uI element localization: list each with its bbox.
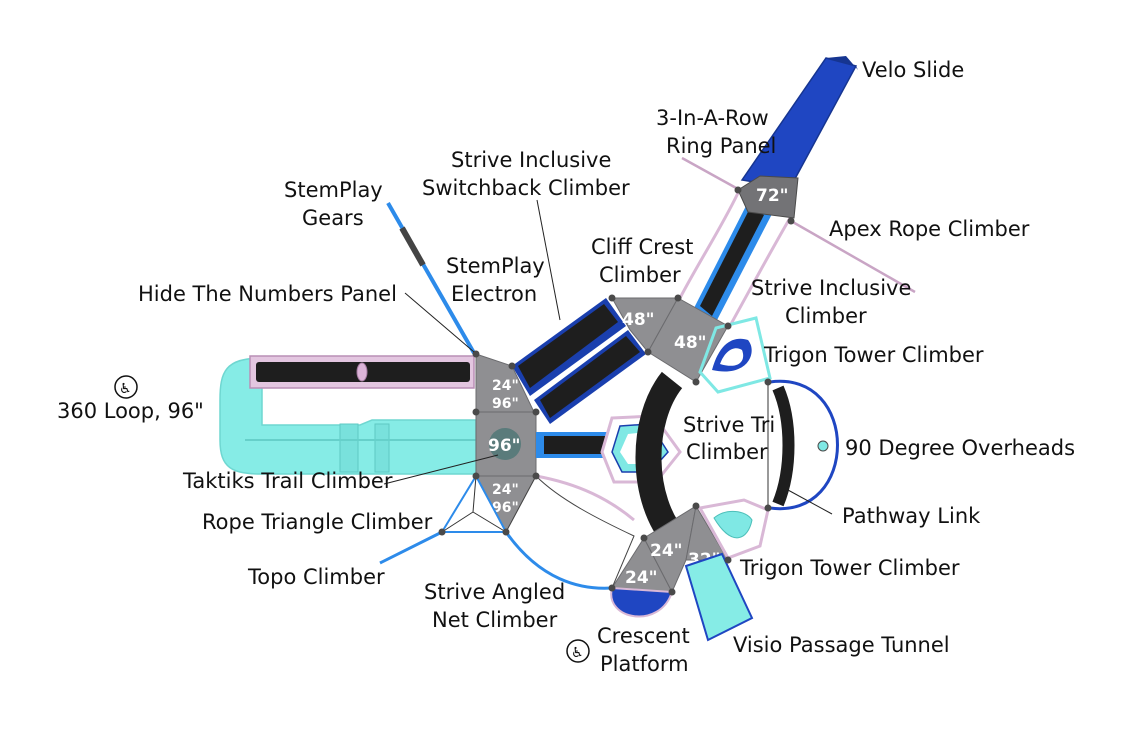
svg-text:Ring Panel: Ring Panel [666,134,776,158]
svg-text:Visio Passage Tunnel: Visio Passage Tunnel [733,633,950,657]
svg-text:Crescent: Crescent [597,624,690,648]
rope-triangle-climber [440,473,508,533]
leader-lines [383,199,833,515]
callout-strive-tri: Strive Tri Climber [683,413,775,464]
trigon-tower-top [698,316,772,394]
svg-text:Trigon Tower Climber: Trigon Tower Climber [763,343,984,367]
callout-ring-panel: 3-In-A-Row Ring Panel [656,106,776,158]
posts [438,186,795,596]
callout-electron: StemPlay Electron [446,254,545,306]
svg-text:StemPlay: StemPlay [446,254,545,278]
overheads-arc [767,379,839,511]
callout-loop: ♿ 360 Loop, 96" [57,375,204,423]
svg-text:Climber: Climber [599,263,681,287]
loop-bridge [249,355,475,389]
callout-switchback: Strive Inclusive Switchback Climber [422,148,630,200]
deck-24-b-label: 24" [650,541,683,561]
svg-text:Platform: Platform [600,652,689,676]
svg-text:90 Degree Overheads: 90 Degree Overheads [845,436,1075,460]
svg-text:Electron: Electron [451,282,537,306]
deck-48-b: 48" [647,297,729,383]
svg-text:Pathway Link: Pathway Link [842,504,981,528]
callout-taktiks: Taktiks Trail Climber [182,469,393,493]
deck-24-top-label: 24" [492,378,519,394]
black-curved-climber [635,371,687,549]
svg-text:Strive Inclusive: Strive Inclusive [451,148,611,172]
svg-text:Gears: Gears [302,206,364,230]
accessible-icon: ♿ [114,375,138,399]
svg-text:♿: ♿ [119,381,132,397]
trigon-tower-bottom [697,498,770,560]
callout-topo: Topo Climber [247,565,385,589]
deck-72-label: 72" [756,186,789,206]
callout-trigon-bottom: Trigon Tower Climber [739,556,960,580]
visio-passage-tunnel [684,552,754,642]
svg-text:Rope Triangle Climber: Rope Triangle Climber [202,510,433,534]
svg-text:Switchback Climber: Switchback Climber [422,176,630,200]
strive-inclusive-climber [678,192,792,325]
callout-pathway: Pathway Link [842,504,981,528]
deck-48-a-label: 48" [622,310,655,330]
svg-text:♿: ♿ [571,645,584,661]
svg-text:Strive Tri: Strive Tri [683,413,775,437]
svg-text:Net Climber: Net Climber [432,608,558,632]
callout-visio: Visio Passage Tunnel [733,633,950,657]
svg-text:Cliff Crest: Cliff Crest [591,235,693,259]
callout-hide-numbers: Hide The Numbers Panel [138,282,397,306]
topo-climber [379,530,443,565]
svg-text:Apex Rope Climber: Apex Rope Climber [829,217,1030,241]
svg-text:Strive Inclusive: Strive Inclusive [751,276,911,300]
svg-text:3-In-A-Row: 3-In-A-Row [656,106,769,130]
callout-cliff-crest: Cliff Crest Climber [591,235,693,287]
deck-96-bot-label: 96" [492,500,519,516]
deck-48-a: 48" [611,297,679,353]
deck-48-b-label: 48" [674,333,707,353]
callout-strive-inclusive: Strive Inclusive Climber [751,276,911,328]
switchback-climber [512,298,646,424]
accessible-icon: ♿ [566,639,590,663]
stemplay-gears [386,202,476,354]
svg-text:Trigon Tower Climber: Trigon Tower Climber [739,556,960,580]
deck-72: 72" [737,175,799,219]
deck-24-bot-label: 24" [492,482,519,498]
callout-gears: StemPlay Gears [284,178,383,230]
tower-deck-left: 24" 96" 96" 24" 96" [475,353,537,534]
callout-angled-net: Strive Angled Net Climber [424,580,565,632]
callout-rope-triangle: Rope Triangle Climber [202,510,433,534]
stemplay-electron [536,432,610,458]
deck-96-top-label: 96" [492,396,519,412]
svg-text:Climber: Climber [686,440,768,464]
svg-text:Taktiks Trail Climber: Taktiks Trail Climber [182,469,393,493]
svg-text:StemPlay: StemPlay [284,178,383,202]
svg-text:Velo Slide: Velo Slide [862,58,964,82]
callout-apex: Apex Rope Climber [829,217,1030,241]
deck-24-a-label: 24" [625,568,658,588]
callout-overheads: 90 Degree Overheads [845,436,1075,460]
deck-96-label: 96" [488,436,521,456]
svg-text:Strive Angled: Strive Angled [424,580,565,604]
svg-text:360 Loop, 96": 360 Loop, 96" [57,399,204,423]
loop-slide [219,357,477,475]
svg-text:Climber: Climber [785,304,867,328]
strive-angled-net [504,474,635,590]
callout-crescent: ♿ Crescent Platform [566,624,690,676]
svg-text:Hide The Numbers Panel: Hide The Numbers Panel [138,282,397,306]
callout-velo-slide: Velo Slide [862,58,964,82]
callout-trigon-top: Trigon Tower Climber [763,343,984,367]
crescent-platform [610,586,674,618]
svg-text:Topo Climber: Topo Climber [247,565,385,589]
